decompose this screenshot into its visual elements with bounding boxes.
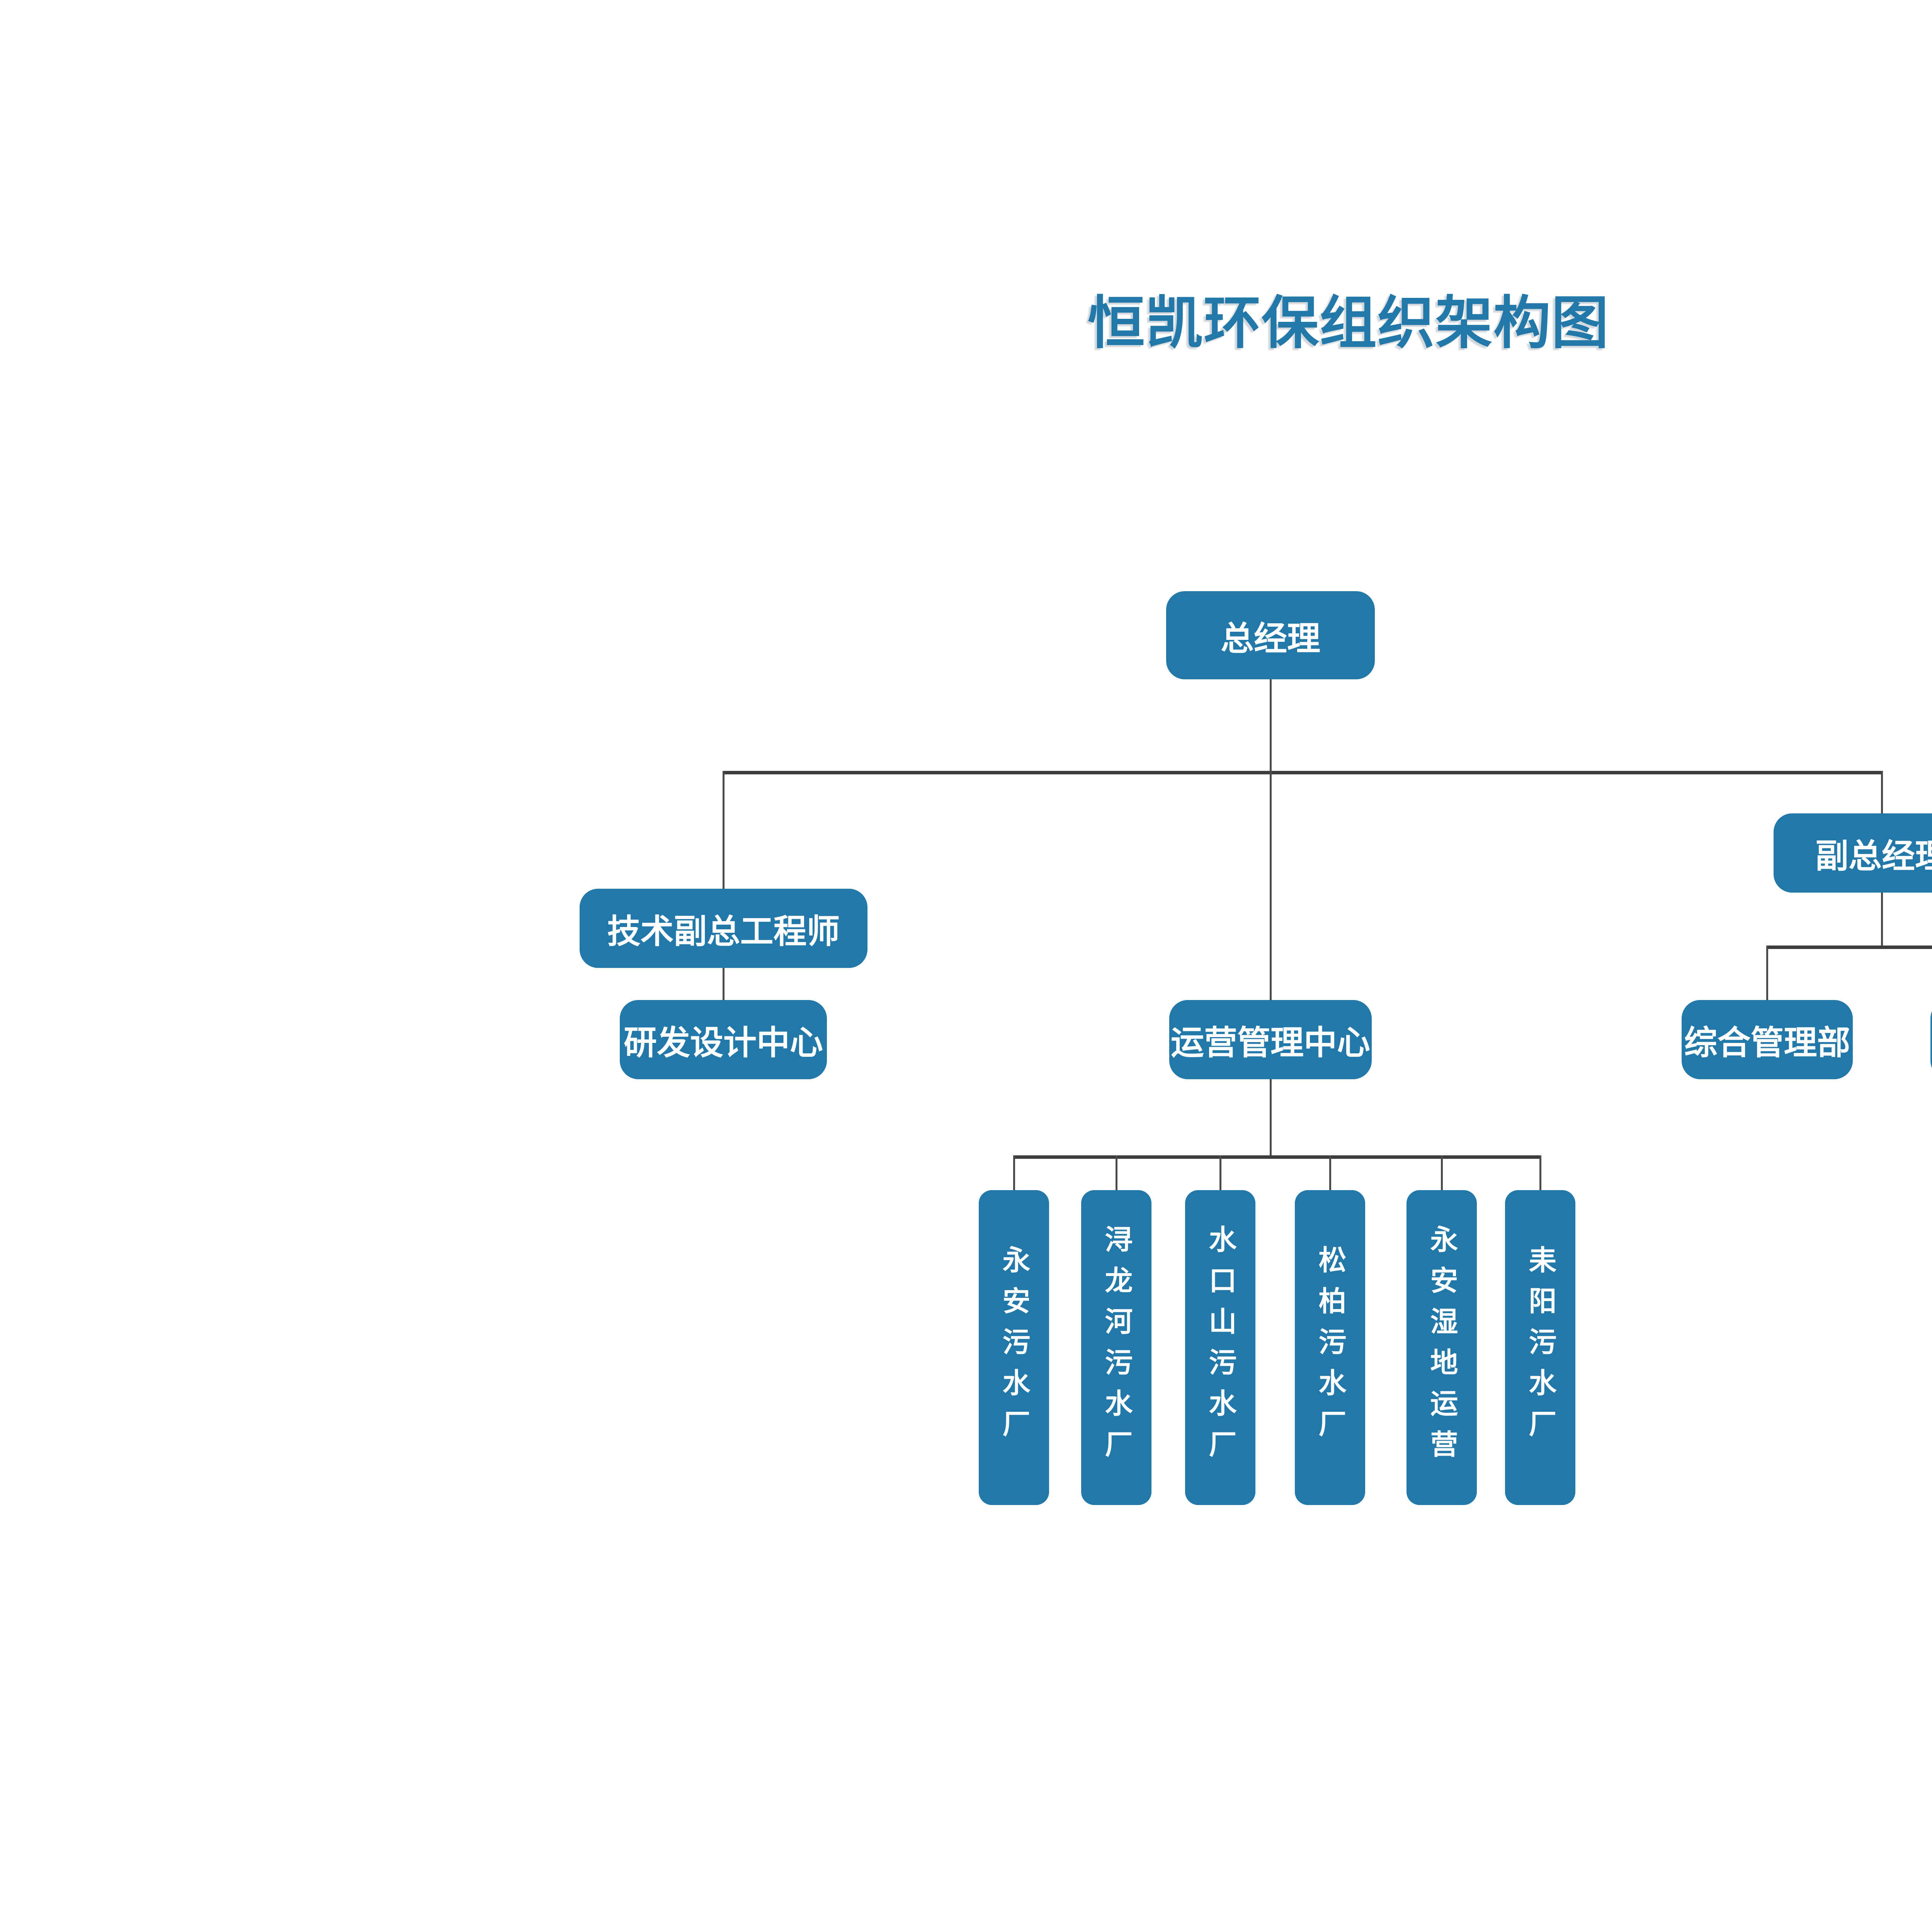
connector-ops-drop: [1270, 1079, 1272, 1155]
node-rnd-design-center-label: 研发设计中心: [624, 1024, 823, 1062]
node-plant-songbai-sewage-label: 松柏污水厂: [1314, 1245, 1346, 1450]
node-plant-xunlonghe-sewage: 浔龙河污水厂: [1081, 1190, 1151, 1505]
node-plant-yongan-sewage: 永安污水厂: [979, 1190, 1049, 1505]
connector-plant-stub-3: [1219, 1155, 1221, 1190]
connector-tech-to-rnd: [723, 968, 724, 1000]
connector-middle-drop: [1270, 771, 1272, 1000]
node-plant-shuikoushan-sewage: 水口山污水厂: [1185, 1190, 1255, 1505]
node-plant-leiyang-sewage-label: 耒阳污水厂: [1524, 1245, 1556, 1450]
node-rnd-design-center: 研发设计中心: [620, 1000, 827, 1079]
connector-vgm-drop: [1881, 893, 1883, 946]
connector-plant-stub-1: [1013, 1155, 1015, 1190]
connector-root-drop: [1270, 679, 1272, 771]
connector-right-drop: [1881, 771, 1883, 813]
page-title: 恒凯环保组织架构图: [1088, 290, 1609, 356]
node-plant-xunlonghe-sewage-label: 浔龙河污水厂: [1100, 1225, 1133, 1471]
node-plant-shuikoushan-sewage-label: 水口山污水厂: [1204, 1225, 1236, 1471]
node-general-admin-dept-label: 综合管理部: [1684, 1024, 1850, 1062]
node-plant-yongan-wetland-ops: 永安湿地运营: [1406, 1190, 1477, 1505]
node-deputy-general-manager-label: 副总经理: [1815, 837, 1932, 876]
node-general-admin-dept: 综合管理部: [1682, 1000, 1853, 1079]
connector-plants-rail: [1014, 1155, 1540, 1159]
node-operations-management-center-label: 运营管理中心: [1171, 1024, 1370, 1062]
connector-admin-stub: [1766, 946, 1768, 1000]
node-operations-management-center: 运营管理中心: [1169, 1000, 1372, 1079]
node-tech-deputy-chief-engineer: 技术副总工程师: [580, 889, 867, 968]
node-general-manager: 总经理: [1166, 591, 1375, 679]
node-plant-yongan-wetland-ops-label: 永安湿地运营: [1425, 1225, 1458, 1471]
node-plant-songbai-sewage: 松柏污水厂: [1295, 1190, 1365, 1505]
node-general-manager-label: 总经理: [1221, 619, 1320, 658]
connector-main-rail: [723, 771, 1882, 774]
connector-vgm-rail: [1767, 946, 1932, 949]
connector-plant-stub-5: [1441, 1155, 1443, 1190]
node-plant-leiyang-sewage: 耒阳污水厂: [1505, 1190, 1575, 1505]
node-tech-deputy-chief-engineer-label: 技术副总工程师: [607, 912, 840, 951]
connector-left-drop: [723, 771, 724, 889]
node-deputy-general-manager: 副总经理: [1774, 813, 1932, 893]
connector-plant-stub-4: [1329, 1155, 1331, 1190]
node-finance-asset-dept: 财务资产部: [1930, 1000, 1932, 1079]
connector-plant-stub-2: [1116, 1155, 1117, 1190]
connector-plant-stub-6: [1539, 1155, 1541, 1190]
node-plant-yongan-sewage-label: 永安污水厂: [998, 1245, 1030, 1450]
